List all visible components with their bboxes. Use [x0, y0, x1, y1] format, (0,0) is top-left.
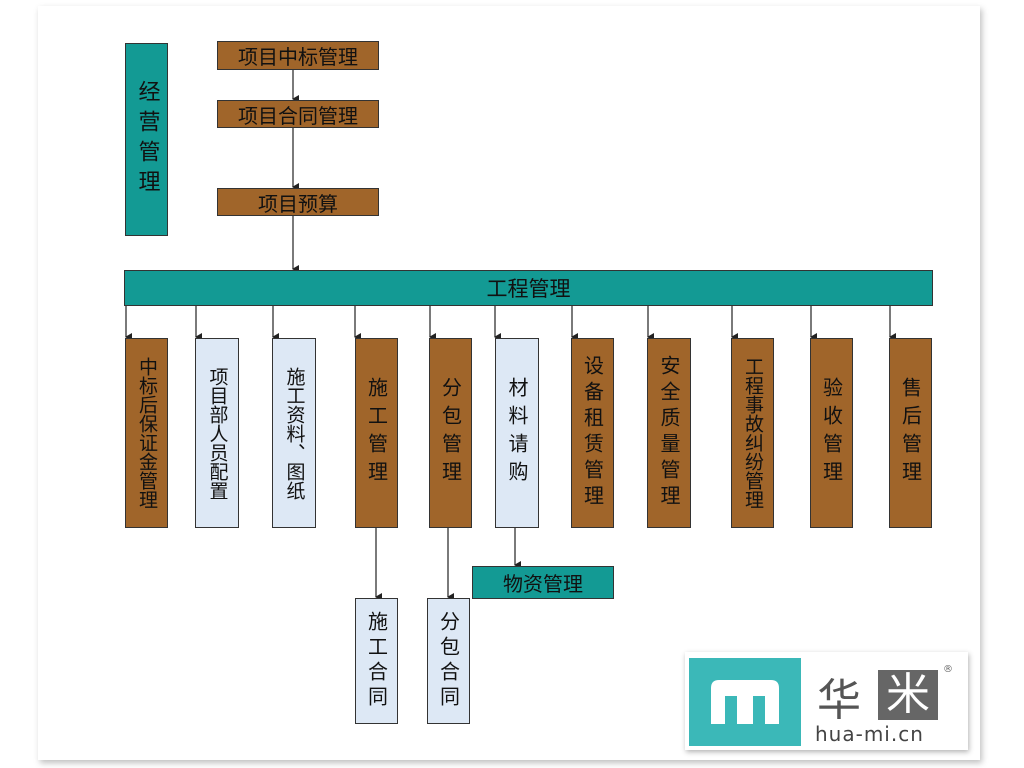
logo-url: hua-mi.cn [815, 722, 924, 746]
flow-box-bid: 项目中标管理 [217, 41, 379, 70]
column-box: 安全质量管理 [647, 338, 691, 528]
column-box: 施工资料、图纸 [272, 338, 316, 528]
column-box: 项目部人员配置 [195, 338, 239, 528]
logo-brand-mi: 米 [878, 670, 938, 720]
flow-box-contract: 项目合同管理 [217, 100, 379, 128]
column-box: 分包管理 [429, 338, 472, 528]
column-box: 中标后保证金管理 [125, 338, 168, 528]
logo-brand-hua: 华 [817, 675, 861, 726]
column-box: 施工管理 [355, 338, 398, 528]
logo-mark-icon [689, 658, 801, 746]
hua-mi-logo: 华 米 ® hua-mi.cn [685, 652, 968, 750]
construction-contract-box: 施工合同 [355, 598, 398, 724]
flow-box-budget: 项目预算 [217, 188, 379, 216]
registered-mark: ® [943, 664, 953, 675]
column-box: 工程事故纠纷管理 [731, 338, 774, 528]
subcontract-contract-box: 分包合同 [427, 598, 470, 724]
engineering-management-bar: 工程管理 [124, 270, 933, 306]
business-management-box: 经营管理 [125, 43, 168, 236]
column-box: 验收管理 [810, 338, 853, 528]
materials-management-box: 物资管理 [472, 566, 614, 599]
column-box: 售后管理 [889, 338, 932, 528]
column-box: 材料请购 [495, 338, 539, 528]
column-box: 设备租赁管理 [571, 338, 614, 528]
